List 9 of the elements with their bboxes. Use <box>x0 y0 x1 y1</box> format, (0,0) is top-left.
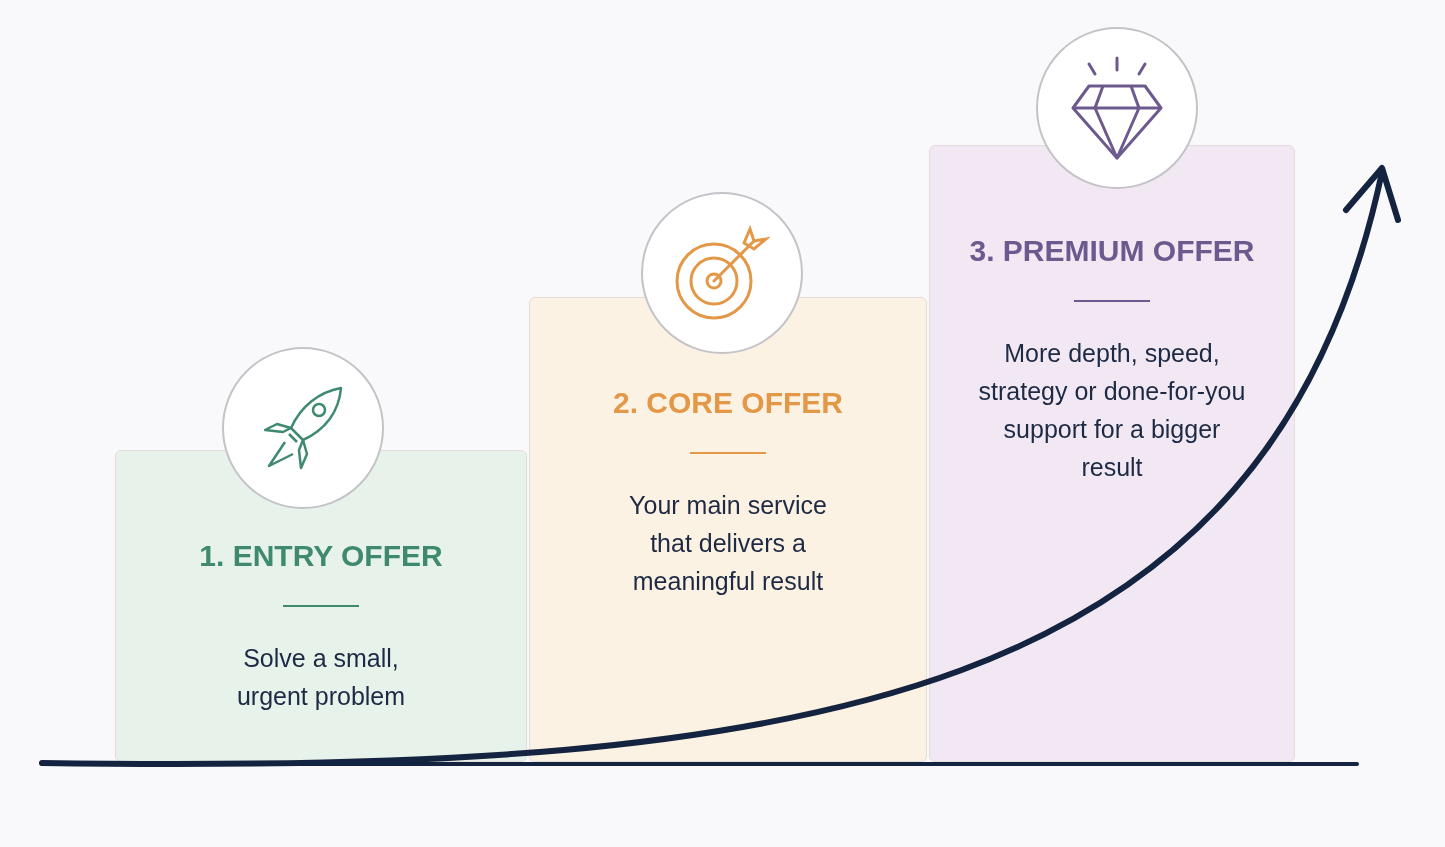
offer-step-box <box>529 297 927 762</box>
step-description: More depth, speed, strategy or done-for-you support for a bigger result <box>977 337 1247 483</box>
step-heading: 3. PREMIUM OFFER <box>969 233 1255 269</box>
step-description: Solve a small, urgent problem <box>235 642 407 712</box>
step-heading: 1. ENTRY OFFER <box>199 538 443 574</box>
offer-step-box <box>115 450 527 762</box>
offer-step-box <box>929 145 1295 762</box>
step-description: Your main service that delivers a meaningful result <box>628 489 828 597</box>
step-heading: 2. CORE OFFER <box>613 385 843 421</box>
